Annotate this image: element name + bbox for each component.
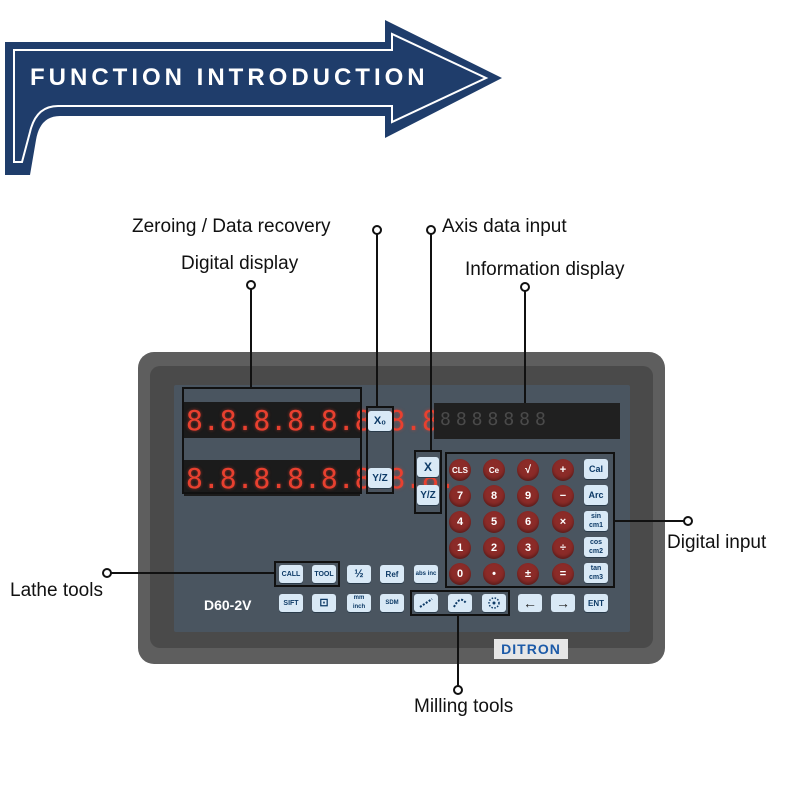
info-display: 8888888 <box>440 409 551 430</box>
key-arc[interactable]: Arc <box>584 485 608 505</box>
arrow-right-button[interactable]: → <box>551 594 575 612</box>
milling-circle-icon[interactable] <box>482 594 506 612</box>
milling-line-icon[interactable] <box>414 594 438 612</box>
arrow-left-button[interactable]: ← <box>518 594 542 612</box>
frame-milling-tools <box>410 590 510 616</box>
axis-display-window-1 <box>184 402 360 438</box>
key-abs-inc[interactable]: abs inc <box>414 565 438 583</box>
key-2[interactable]: 2 <box>483 537 505 559</box>
axis-yz-button[interactable]: Y/Z <box>417 485 439 505</box>
key-ent[interactable]: ENT <box>584 594 608 612</box>
key-tan[interactable]: tan cm3 <box>584 563 608 583</box>
callout-axis-input: Axis data input <box>442 216 567 237</box>
key-tool[interactable]: TOOL <box>312 565 336 583</box>
key-minus[interactable]: − <box>552 485 574 507</box>
key-6[interactable]: 6 <box>517 511 539 533</box>
axis-display-window-2 <box>184 460 360 496</box>
axis-display-row-2: 8.8.8.8.8.8.8.8. <box>186 462 456 495</box>
key-sin[interactable]: sin cm1 <box>584 511 608 531</box>
key-half[interactable]: ½ <box>347 565 371 583</box>
frame-axis-keys <box>414 450 442 514</box>
key-sqrt[interactable]: √ <box>517 459 539 481</box>
key-chamfer[interactable]: ⊡ <box>312 594 336 612</box>
info-display-window <box>434 403 620 439</box>
callout-info-display: Information display <box>465 259 625 280</box>
model-label: D60-2V <box>204 597 252 613</box>
key-cls[interactable]: CLS <box>449 459 471 481</box>
key-ce[interactable]: Ce <box>483 459 505 481</box>
key-0[interactable]: 0 <box>449 563 471 585</box>
key-divide[interactable]: ÷ <box>552 537 574 559</box>
key-multiply[interactable]: × <box>552 511 574 533</box>
callout-milling-tools: Milling tools <box>414 696 514 717</box>
zero-yz-button[interactable]: Y/Z <box>368 468 392 488</box>
banner-title: FUNCTION INTRODUCTION <box>30 64 429 91</box>
axis-display-row-1: 8.8.8.8.8.8.8.8. <box>186 404 456 437</box>
key-7[interactable]: 7 <box>449 485 471 507</box>
callout-digital-input: Digital input <box>667 532 767 553</box>
key-equals[interactable]: = <box>552 563 574 585</box>
key-mm-inch[interactable]: mm inch <box>347 594 371 612</box>
key-1[interactable]: 1 <box>449 537 471 559</box>
callout-lathe-tools: Lathe tools <box>10 580 103 601</box>
callout-digital-display: Digital display <box>181 253 299 274</box>
brand-label: DITRON <box>494 639 568 659</box>
banner-arrow <box>5 20 502 175</box>
key-sdm[interactable]: SDM <box>380 594 404 612</box>
axis-x-button[interactable]: X <box>417 457 439 477</box>
frame-digital-display <box>182 387 362 494</box>
key-sift[interactable]: SIFT <box>279 594 303 612</box>
frame-zero-keys <box>366 406 394 494</box>
key-8[interactable]: 8 <box>483 485 505 507</box>
key-cos[interactable]: cos cm2 <box>584 537 608 557</box>
key-4[interactable]: 4 <box>449 511 471 533</box>
key-cal[interactable]: Cal <box>584 459 608 479</box>
zero-x-button[interactable]: X₀ <box>368 411 392 431</box>
key-dot[interactable]: • <box>483 563 505 585</box>
key-ref[interactable]: Ref <box>380 565 404 583</box>
key-call[interactable]: CALL <box>279 565 303 583</box>
callout-zeroing: Zeroing / Data recovery <box>132 216 331 237</box>
key-plus-minus[interactable]: ± <box>517 563 539 585</box>
milling-arc-icon[interactable] <box>448 594 472 612</box>
key-3[interactable]: 3 <box>517 537 539 559</box>
key-5[interactable]: 5 <box>483 511 505 533</box>
key-9[interactable]: 9 <box>517 485 539 507</box>
key-plus[interactable]: + <box>552 459 574 481</box>
